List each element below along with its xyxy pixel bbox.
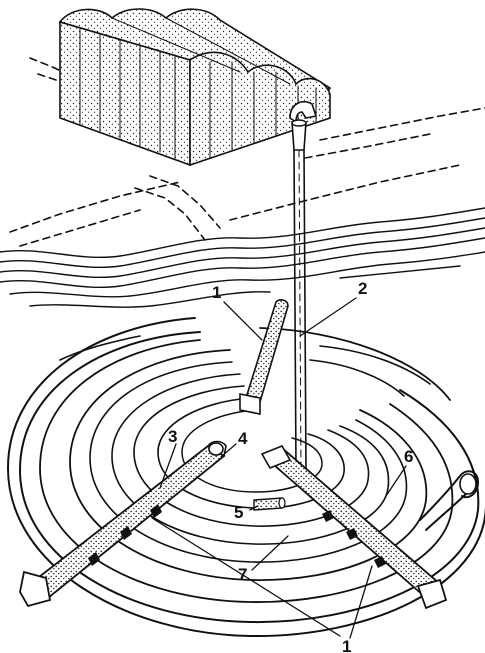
right-manifold-pipe	[260, 444, 448, 610]
inner-tube-end	[253, 497, 286, 511]
soil-strata	[0, 207, 485, 308]
label-4: 4	[238, 429, 248, 448]
label-1-bottom: 1	[342, 637, 351, 653]
label-1-top: 1	[212, 283, 221, 302]
leader-lines	[151, 297, 407, 639]
label-3: 3	[168, 427, 177, 446]
ground-surface-lines	[9, 57, 485, 247]
slanted-pipe	[239, 299, 289, 415]
outlet-pipe-end	[419, 470, 479, 531]
greenhouse	[58, 8, 332, 167]
label-2: 2	[358, 279, 367, 298]
spiral-storage-tubes	[7, 317, 485, 638]
label-6: 6	[404, 447, 413, 466]
diagram-labels: 1 2 3 4 5 6 7 1	[168, 279, 413, 653]
label-5: 5	[234, 503, 243, 522]
left-manifold-pipe	[19, 440, 227, 608]
vertical-inlet-pipe	[289, 100, 318, 481]
label-7: 7	[238, 565, 247, 584]
